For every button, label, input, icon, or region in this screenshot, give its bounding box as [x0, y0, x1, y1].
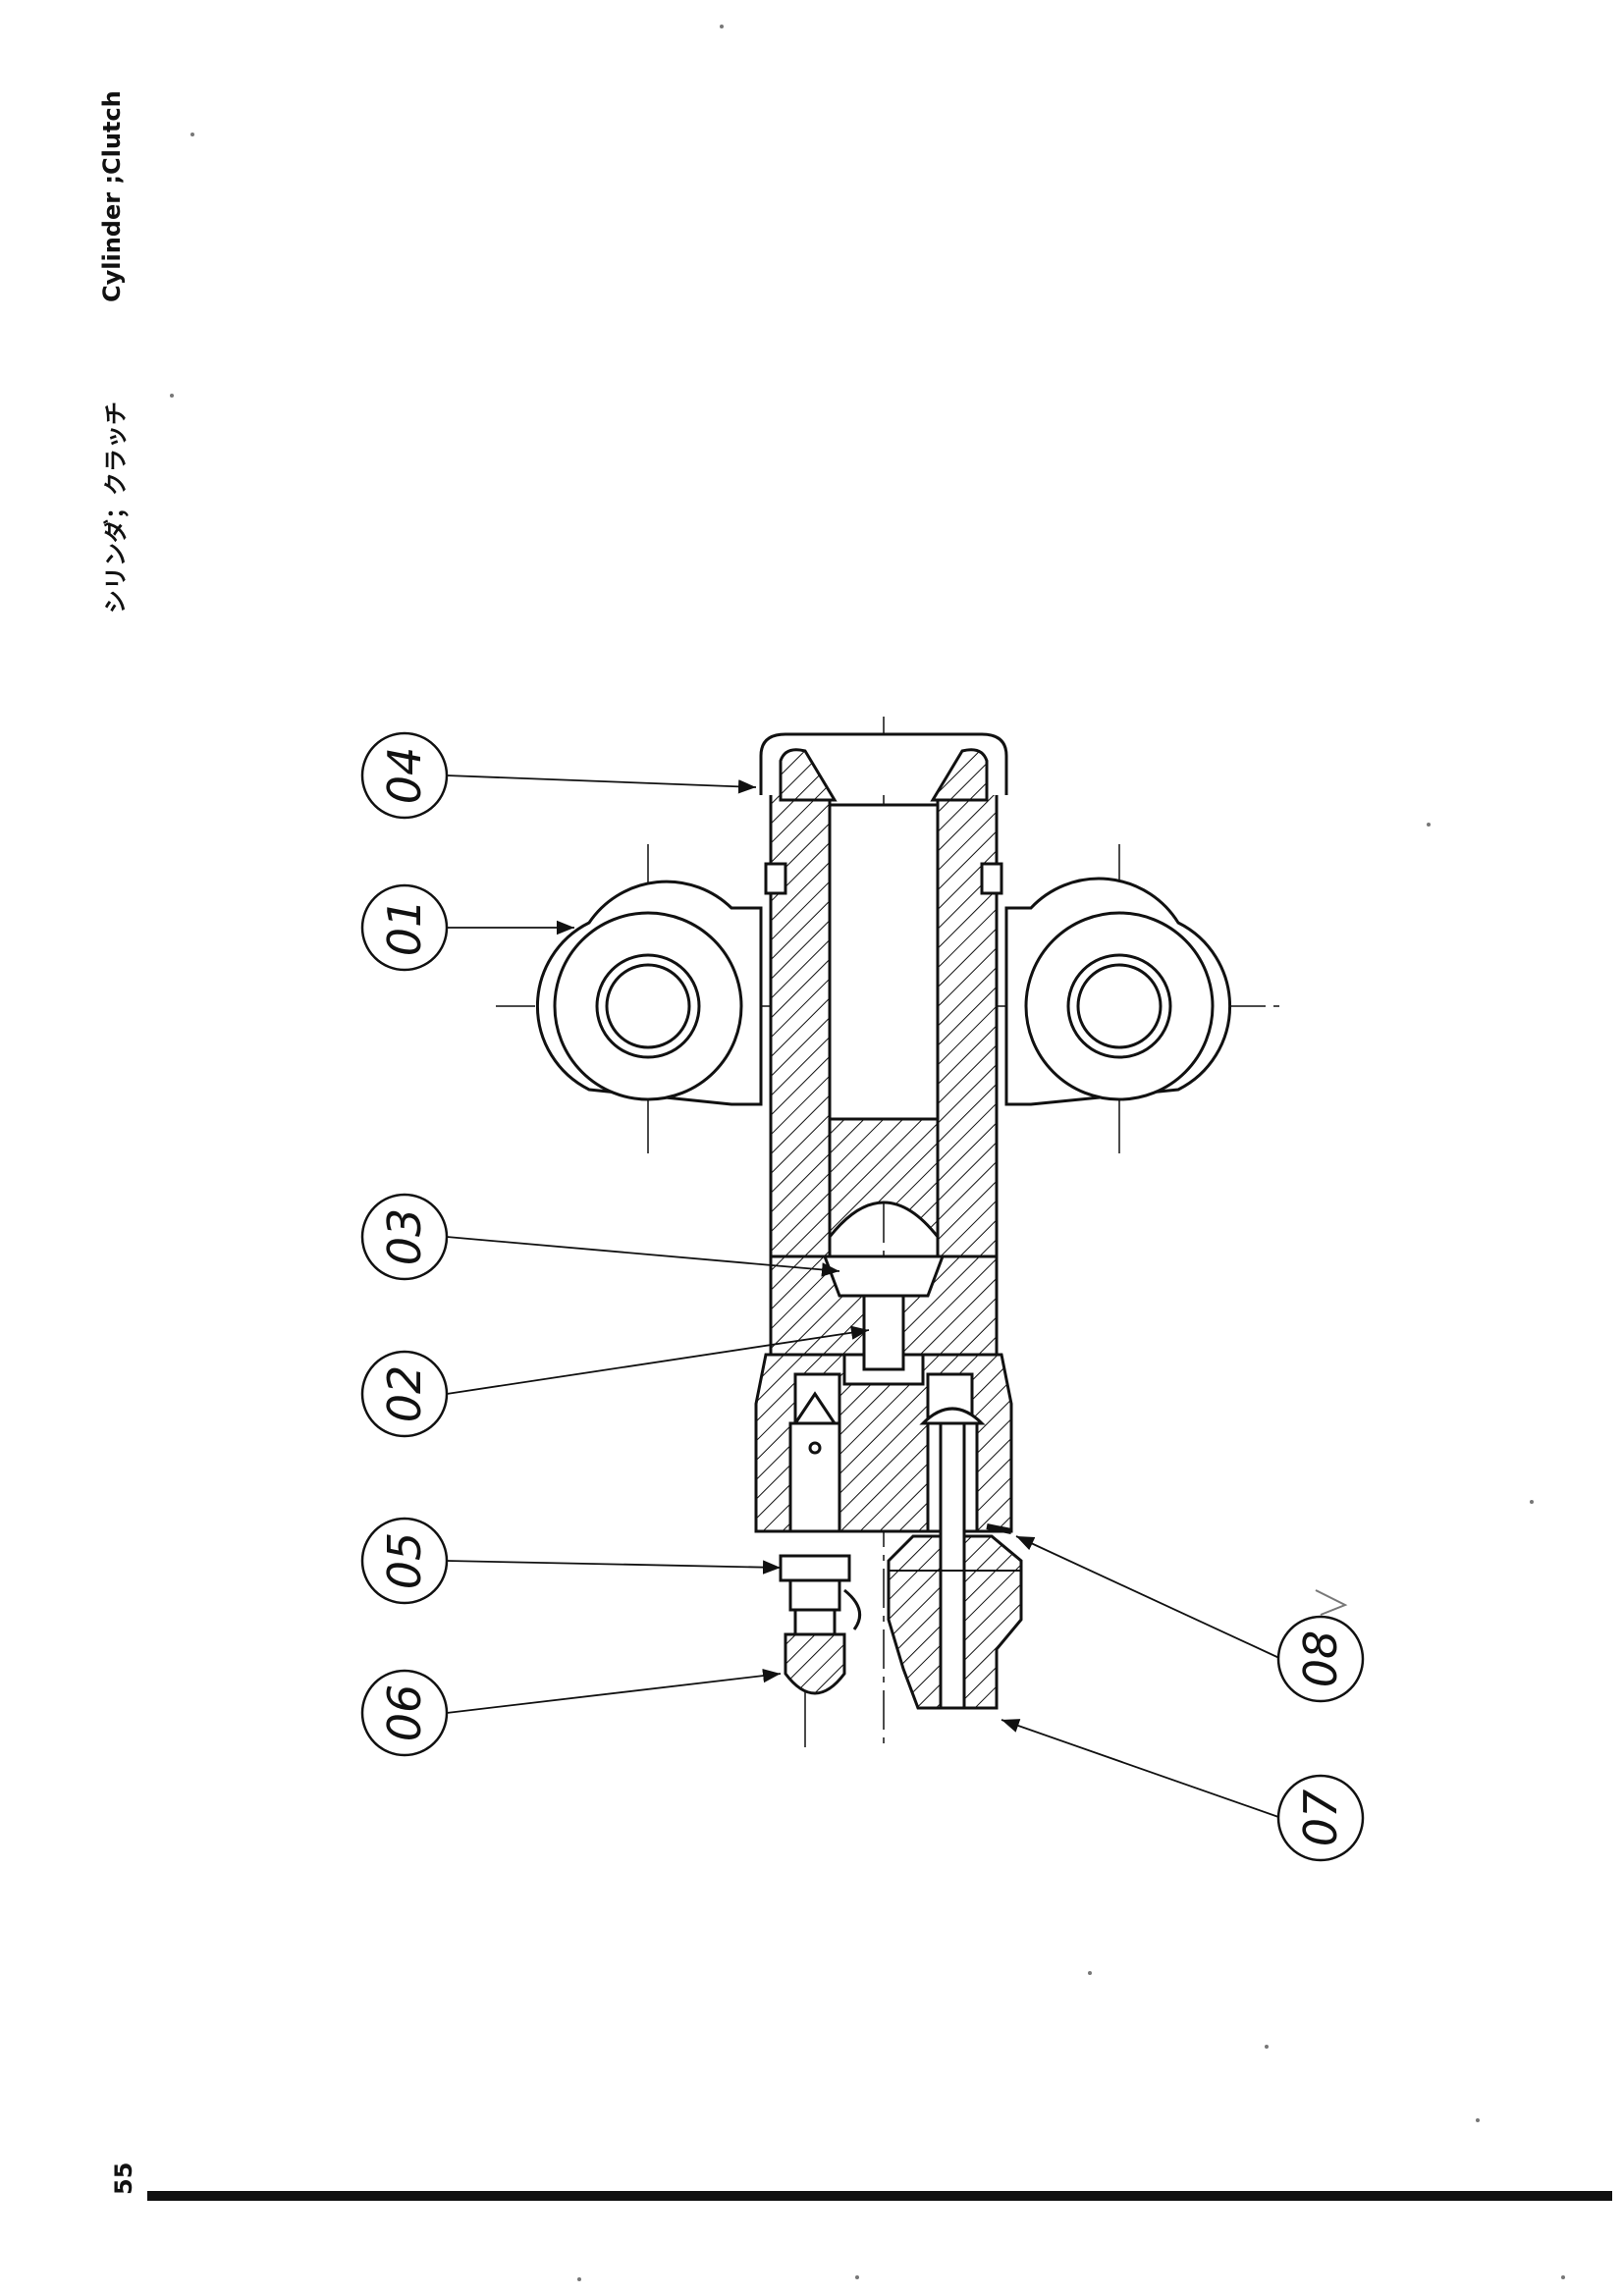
- piston-03: [822, 1255, 946, 1371]
- callout-08-bubble: [1276, 1615, 1365, 1703]
- scan-specks: [170, 25, 1565, 2281]
- callout-02-label: 02: [378, 1365, 431, 1423]
- page-number: 55: [110, 2162, 137, 2195]
- callout-05-bubble: [360, 1517, 449, 1605]
- callout-04-label: 04: [378, 747, 431, 805]
- bleeder-05-06: [779, 1391, 862, 1695]
- callout-05-label: 05: [378, 1532, 431, 1590]
- callout-07-label: 07: [1294, 1789, 1347, 1847]
- callout-01-bubble: [360, 883, 449, 972]
- callout-04-bubble: [360, 731, 449, 820]
- callout-01-label: 01: [378, 899, 431, 957]
- union-bolt-07-08: [887, 1407, 1023, 1710]
- callout-06-bubble: [360, 1669, 449, 1757]
- callout-03-bubble: [360, 1193, 449, 1281]
- callout-bubbles: [360, 731, 1365, 1862]
- cap-04: [759, 732, 1008, 895]
- callout-06-label: 06: [378, 1684, 431, 1742]
- leader-lines: [446, 774, 1282, 1819]
- callout-07-bubble: [1276, 1774, 1365, 1862]
- callout-02-bubble: [360, 1350, 449, 1438]
- callout-labels: 01 02 03 04 05 06 07 08: [378, 747, 1347, 1847]
- mounting-flange: [535, 877, 1232, 1106]
- callout-03-label: 03: [378, 1208, 431, 1266]
- footer-rule: [147, 2191, 1612, 2201]
- callout-08-label: 08: [1294, 1630, 1347, 1688]
